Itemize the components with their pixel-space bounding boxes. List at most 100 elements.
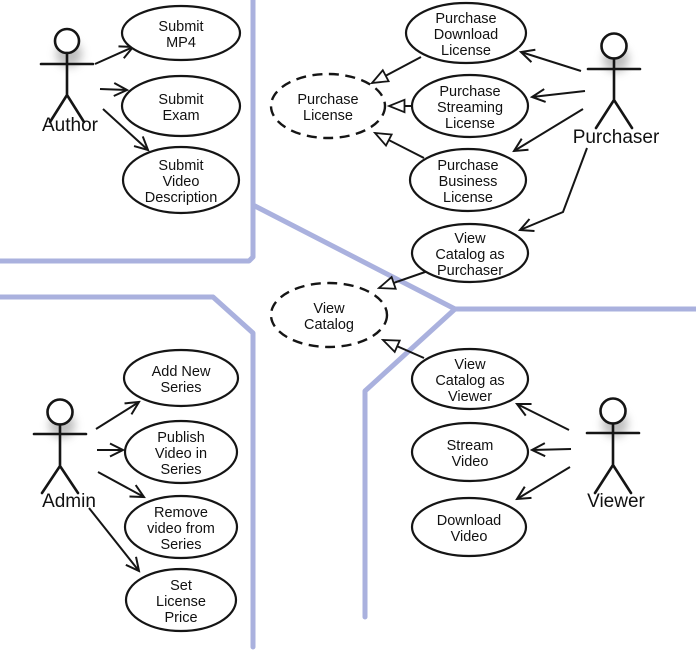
usecase-ellipse <box>408 147 528 213</box>
actor-head <box>53 27 81 55</box>
usecase-remove-video-from-series: Remove video from Series <box>123 494 239 560</box>
usecase-label: Download <box>434 27 499 43</box>
usecase-label: View <box>313 301 345 317</box>
usecase-label: Submit <box>158 19 203 35</box>
actor-author: Author <box>39 27 99 136</box>
usecase-ellipse-dashed <box>269 281 389 349</box>
usecase-download-video: Download Video <box>410 496 528 558</box>
usecase-label: video from <box>147 521 215 537</box>
usecase-publish-video-in-series: Publish Video in Series <box>123 419 239 485</box>
usecase-submit-video-description: Submit Video Description <box>121 145 241 215</box>
usecase-label: Download <box>437 513 502 529</box>
association-admin-add-new-series <box>95 402 139 430</box>
usecase-ellipse <box>122 348 240 408</box>
usecase-label: Purchase <box>437 158 498 174</box>
boundary-top-left <box>0 0 256 264</box>
actor-head <box>600 32 628 60</box>
usecase-ellipse <box>120 74 242 138</box>
usecase-ellipse <box>410 421 530 483</box>
usecase-ellipse <box>410 222 530 284</box>
boundary-bottom-left <box>0 294 256 650</box>
association-viewer-view-catalog-as-viewer <box>517 404 570 431</box>
actor-viewer: Viewer <box>585 397 646 512</box>
usecase-label: Video <box>451 529 488 545</box>
generalization-catalog-purchaser-to-view-catalog <box>379 270 429 288</box>
actor-label-purchaser: Purchaser <box>573 127 660 148</box>
generalization-download-to-purchase-license <box>372 56 422 83</box>
usecase-label: View <box>454 357 486 373</box>
usecase-ellipse <box>121 145 241 215</box>
actor-purchaser: Purchaser <box>573 32 660 148</box>
usecase-label: Stream <box>447 438 494 454</box>
association-purchaser-business-license <box>514 108 584 151</box>
usecase-label: Catalog as <box>435 373 504 389</box>
usecase-label: Purchaser <box>437 263 503 279</box>
usecase-label: Purchase <box>439 84 500 100</box>
usecase-submit-mp4: Submit MP4 <box>120 4 242 62</box>
association-author-submit-exam <box>99 89 127 90</box>
usecase-ellipse <box>123 419 239 485</box>
boundary-bottom-right <box>362 306 458 620</box>
usecase-label: Price <box>164 610 197 626</box>
usecase-ellipse <box>124 567 238 633</box>
generalization-catalog-viewer-to-view-catalog <box>383 340 425 359</box>
actor-body <box>32 423 88 495</box>
usecase-label: Video <box>452 454 489 470</box>
usecase-label: Add New <box>152 364 211 380</box>
usecase-label: Exam <box>162 108 199 124</box>
association-purchaser-streaming-license <box>532 91 586 97</box>
usecase-label: Series <box>160 462 201 478</box>
usecase-label: Submit <box>158 92 203 108</box>
usecase-ellipse <box>410 347 530 411</box>
usecase-label: Streaming <box>437 100 503 116</box>
usecase-label: Remove <box>154 505 208 521</box>
association-arrows <box>88 47 588 571</box>
usecase-label: Business <box>439 174 498 190</box>
usecase-submit-exam: Submit Exam <box>120 74 242 138</box>
usecase-label: Video in <box>155 446 207 462</box>
usecase-view-catalog: View Catalog <box>269 281 389 349</box>
usecase-label: Set <box>170 578 192 594</box>
generalization-business-to-purchase-license <box>375 133 425 159</box>
usecase-purchase-business-license: Purchase Business License <box>408 147 528 213</box>
usecase-label: Catalog as <box>435 247 504 263</box>
association-author-submit-mp4 <box>94 47 133 65</box>
usecase-label: Publish <box>157 430 205 446</box>
usecase-label: Purchase <box>435 11 496 27</box>
usecase-view-catalog-as-purchaser: View Catalog as Purchaser <box>410 222 530 284</box>
association-purchaser-view-catalog-as-purchaser <box>520 147 588 230</box>
usecase-ellipse <box>410 73 530 139</box>
association-admin-set-license-price <box>88 507 139 571</box>
usecase-set-license-price: Set License Price <box>124 567 238 633</box>
usecase-ellipse <box>404 1 528 65</box>
actor-label-admin: Admin <box>42 491 96 512</box>
usecase-add-new-series: Add New Series <box>122 348 240 408</box>
actor-admin: Admin <box>32 398 96 512</box>
association-viewer-download-video <box>517 466 571 499</box>
usecase-label: Catalog <box>304 317 354 333</box>
usecase-label: Video <box>163 174 200 190</box>
usecase-label: License <box>445 116 495 132</box>
usecase-ellipse <box>123 494 239 560</box>
usecase-label: Description <box>145 190 218 206</box>
usecase-view-catalog-as-viewer: View Catalog as Viewer <box>410 347 530 411</box>
usecase-label: MP4 <box>166 35 196 51</box>
usecase-purchase-streaming-license: Purchase Streaming License <box>410 73 530 139</box>
usecase-label: Purchase <box>297 92 358 108</box>
usecase-ellipse <box>120 4 242 62</box>
actor-head <box>46 398 74 426</box>
association-purchaser-download-license <box>521 52 582 72</box>
usecase-label: Viewer <box>448 389 492 405</box>
usecase-label: Submit <box>158 158 203 174</box>
association-author-submit-video-description <box>102 108 148 150</box>
actor-label-author: Author <box>42 115 99 136</box>
usecase-purchase-download-license: Purchase Download License <box>404 1 528 65</box>
usecase-ellipse <box>410 496 528 558</box>
actor-body <box>585 422 641 495</box>
usecase-label: License <box>156 594 206 610</box>
association-admin-remove-video-from-series <box>97 471 144 497</box>
actor-body <box>586 57 642 130</box>
usecase-purchase-license: Purchase License <box>269 72 387 140</box>
